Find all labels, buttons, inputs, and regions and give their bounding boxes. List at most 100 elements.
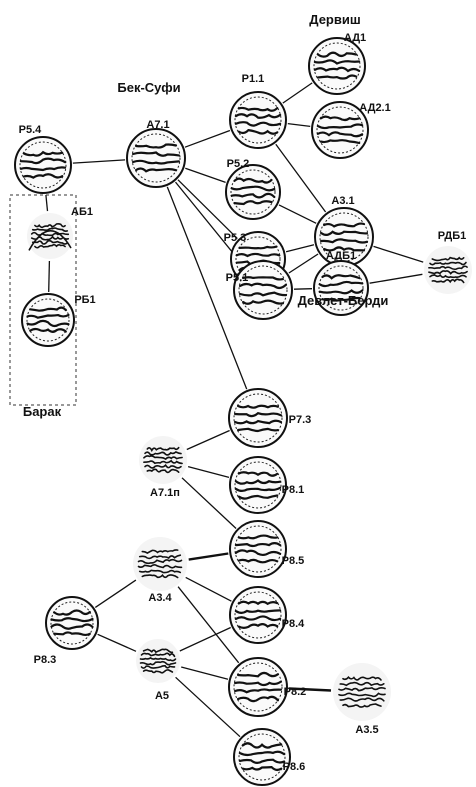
link-p51-adb1 [293, 288, 313, 290]
link-a34-p85 [188, 552, 229, 561]
coin-label-ad1: АД1 [344, 32, 366, 44]
coin-a34[interactable]: А3.4 [133, 537, 187, 604]
coin-p54[interactable]: Р5.4 [14, 124, 72, 194]
coin-inscription [234, 534, 282, 564]
coin-rim [45, 596, 99, 650]
coin-rdb1[interactable]: РДБ1 [424, 230, 472, 294]
link-layer [45, 82, 424, 738]
link-a5-p84 [179, 626, 231, 652]
coin-rim [228, 657, 288, 717]
coin-inscription [428, 256, 468, 284]
link-p54-a71 [72, 159, 126, 164]
coin-rim [229, 456, 287, 514]
coin-p73[interactable]: Р7.3 [228, 388, 311, 448]
coin-p51[interactable]: Р5.1 [226, 260, 293, 320]
coin-label-a35: А3.5 [355, 724, 378, 736]
coin-inner-ring [19, 141, 67, 189]
coin-p85[interactable]: Р8.5 [229, 520, 305, 578]
coin-faded-face [424, 246, 472, 294]
coin-ad1[interactable]: АД1 [308, 32, 366, 95]
coin-inner-ring [238, 733, 286, 781]
link-a71p-p81 [187, 465, 230, 479]
link-a34-p84 [185, 576, 232, 602]
coin-inscription [235, 245, 281, 274]
coin-label-p85: Р8.5 [282, 555, 305, 567]
coin-label-a71p: А7.1п [150, 487, 180, 499]
coin-label-a5: А5 [155, 690, 169, 702]
link-a71-p52 [185, 167, 226, 184]
coin-inscription [19, 150, 67, 179]
coin-inscription [239, 276, 287, 305]
coin-inner-ring [50, 601, 94, 645]
coin-label-p86: Р8.6 [283, 761, 306, 773]
group-label-barak: Барак [23, 404, 62, 419]
group-label-bek-sufi: Бек-Суфи [117, 80, 180, 95]
coin-a35[interactable]: А3.5 [333, 663, 391, 736]
coin-inscription [234, 671, 282, 703]
coin-rim [228, 388, 288, 448]
coin-faded-face [333, 663, 391, 721]
coin-label-p54: Р5.4 [19, 124, 43, 136]
coin-rim [308, 37, 366, 95]
coin-a71p[interactable]: А7.1п [139, 436, 187, 499]
coin-inscription [318, 274, 364, 302]
link-ab1-pb1 [48, 260, 51, 293]
link-a5-p82 [181, 666, 229, 680]
coin-inner-ring [238, 265, 288, 315]
coin-inner-ring [313, 42, 361, 90]
coin-a5[interactable]: А5 [136, 639, 180, 702]
link-p54-ab1 [45, 194, 49, 212]
coin-inner-ring [234, 461, 282, 509]
coin-a31[interactable]: А3.1 [314, 195, 374, 267]
coin-p52[interactable]: Р5.2 [225, 158, 281, 220]
coin-inscription [234, 106, 282, 135]
coin-inscription [238, 742, 286, 772]
coin-inner-ring [233, 393, 283, 443]
coin-label-a34: А3.4 [148, 592, 172, 604]
link-a71-p11 [184, 129, 231, 148]
coin-rim [126, 128, 186, 188]
coin-p82[interactable]: Р8.2 [228, 657, 306, 717]
coin-inscription [26, 306, 70, 333]
coin-rim [229, 586, 287, 644]
coin-inscription [313, 51, 361, 80]
coin-inscription [316, 115, 364, 145]
coin-rim [21, 293, 75, 347]
coin-label-pb1: РБ1 [74, 294, 95, 306]
coin-p81[interactable]: Р8.1 [229, 456, 305, 514]
coin-pb1[interactable]: РБ1 [21, 293, 96, 347]
coin-inscription [50, 609, 94, 637]
link-a71-p53 [177, 179, 238, 240]
coin-a71[interactable]: А7.1 [126, 119, 186, 188]
coin-ab1[interactable]: АБ1 [27, 206, 93, 259]
coin-inscription [137, 549, 183, 579]
coin-inscription [234, 471, 282, 500]
coin-p83[interactable]: Р8.3 [34, 596, 99, 666]
link-a71p-p85 [181, 477, 237, 529]
coin-inscription [234, 600, 282, 629]
coin-inner-ring [234, 96, 282, 144]
coin-inscription [132, 143, 180, 173]
coin-p11[interactable]: Р1.1 [229, 73, 287, 149]
link-p53-a31 [285, 244, 315, 253]
link-a71p-p73 [186, 429, 230, 451]
link-p52-a31 [278, 204, 317, 224]
barak-group-bracket [9, 194, 77, 406]
coin-label-p81: Р8.1 [282, 484, 305, 496]
coin-label-p53: Р5.3 [224, 232, 247, 244]
coin-ad21[interactable]: АД2.1 [311, 101, 391, 159]
coin-p86[interactable]: Р8.6 [233, 728, 306, 786]
link-adb1-rdb1 [369, 273, 423, 284]
link-p82-a35 [288, 687, 332, 692]
coin-rim [233, 728, 291, 786]
coin-inner-ring [234, 591, 282, 639]
coin-inner-ring [316, 106, 364, 154]
coin-p84[interactable]: Р8.4 [229, 586, 305, 644]
coin-label-a71: А7.1 [146, 119, 169, 131]
link-p11-a31 [275, 143, 327, 213]
coin-adb1[interactable]: АДБ1 [313, 250, 369, 316]
link-p11-ad21 [287, 122, 311, 128]
coin-label-ad21: АД2.1 [359, 102, 390, 114]
link-p83-a5 [97, 633, 137, 652]
